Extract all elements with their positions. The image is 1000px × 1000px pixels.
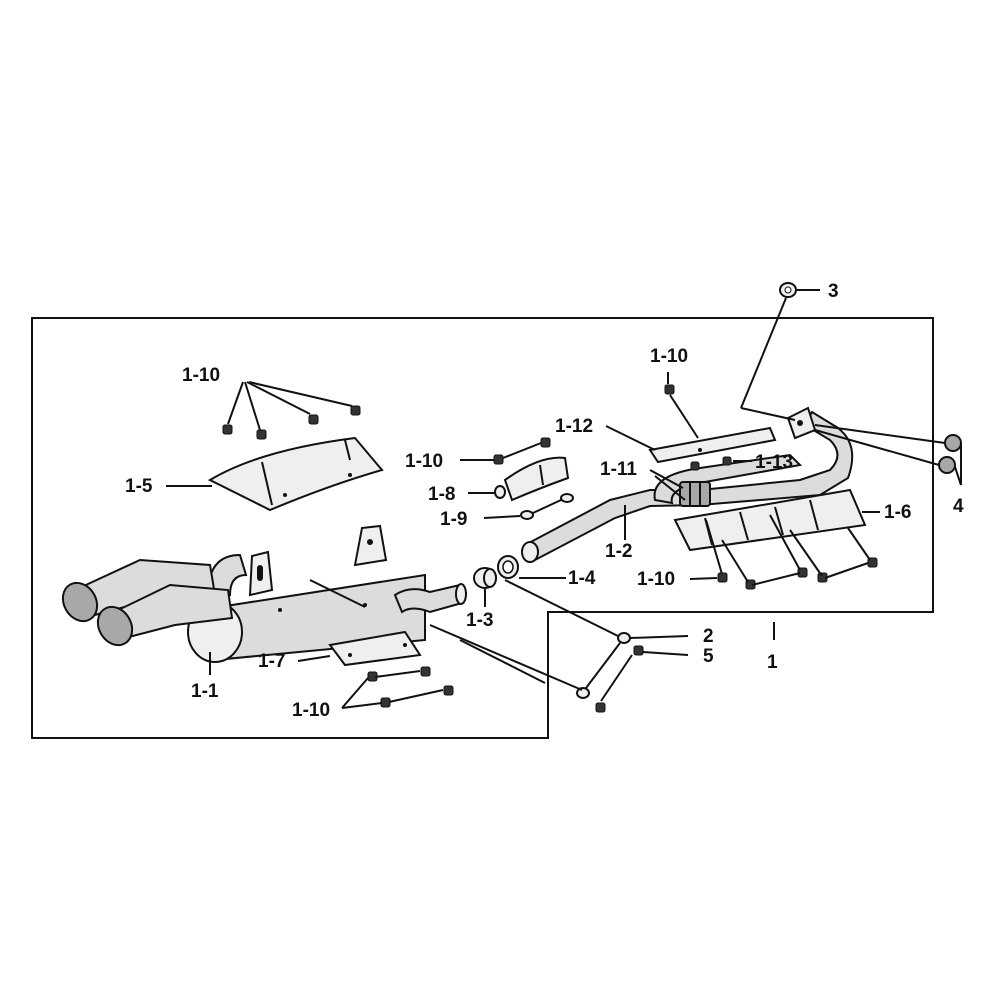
- bolt-5: [595, 645, 644, 713]
- label-1-1: 1-1: [191, 681, 219, 702]
- washers-1-9: [520, 493, 574, 520]
- header-pipe-1-2: [521, 406, 854, 563]
- label-1-9: 1-9: [440, 509, 467, 530]
- label-1-10-right: 1-10: [637, 569, 675, 590]
- assembly-frame: [31, 317, 934, 739]
- label-1-10-mid: 1-10: [405, 451, 443, 472]
- clamp-1-11: [679, 481, 711, 507]
- heat-shield-1-7: [328, 630, 422, 667]
- label-1-11: 1-11: [600, 459, 637, 480]
- label-1-2: 1-2: [605, 541, 632, 562]
- label-1-3: 1-3: [466, 610, 493, 631]
- label-1-8: 1-8: [428, 484, 455, 505]
- leader-lines: [166, 289, 962, 709]
- screws-1-13: [690, 456, 732, 471]
- heat-shield-1-5: [207, 436, 384, 512]
- label-1-13: 1-13: [755, 452, 793, 473]
- label-1-5: 1-5: [125, 476, 153, 497]
- bolts-1-10-shield-1-5: [222, 405, 361, 440]
- bolts-1-10-shield-1-6: [717, 557, 878, 590]
- label-1-10-bottom: 1-10: [292, 700, 330, 721]
- label-1-12: 1-12: [555, 416, 593, 437]
- label-1-10-upper-right: 1-10: [650, 346, 688, 367]
- callout-labels: 1-10 1-5 1-1 1-7 1-10 1-3 1-4 1-10 1-8 1…: [125, 281, 964, 721]
- small-heat-shield-1-8: [493, 437, 570, 502]
- gasket-3: [779, 282, 797, 298]
- nuts-4: [938, 434, 962, 474]
- label-4: 4: [953, 496, 964, 517]
- bolts-1-10-shield-1-7: [367, 666, 454, 708]
- heat-shield-1-6: [673, 488, 867, 552]
- seal-ring-1-4: [497, 555, 519, 579]
- label-2: 2: [703, 626, 714, 647]
- washer-2: [576, 632, 631, 699]
- label-1: 1: [767, 652, 778, 673]
- bracket-1-12: [648, 384, 777, 464]
- label-1-4: 1-4: [568, 568, 596, 589]
- label-3: 3: [828, 281, 839, 302]
- label-1-10-top-left: 1-10: [182, 365, 220, 386]
- label-5: 5: [703, 646, 714, 667]
- gasket-1-3: [473, 567, 497, 589]
- label-1-6: 1-6: [884, 502, 911, 523]
- label-1-7: 1-7: [258, 651, 285, 672]
